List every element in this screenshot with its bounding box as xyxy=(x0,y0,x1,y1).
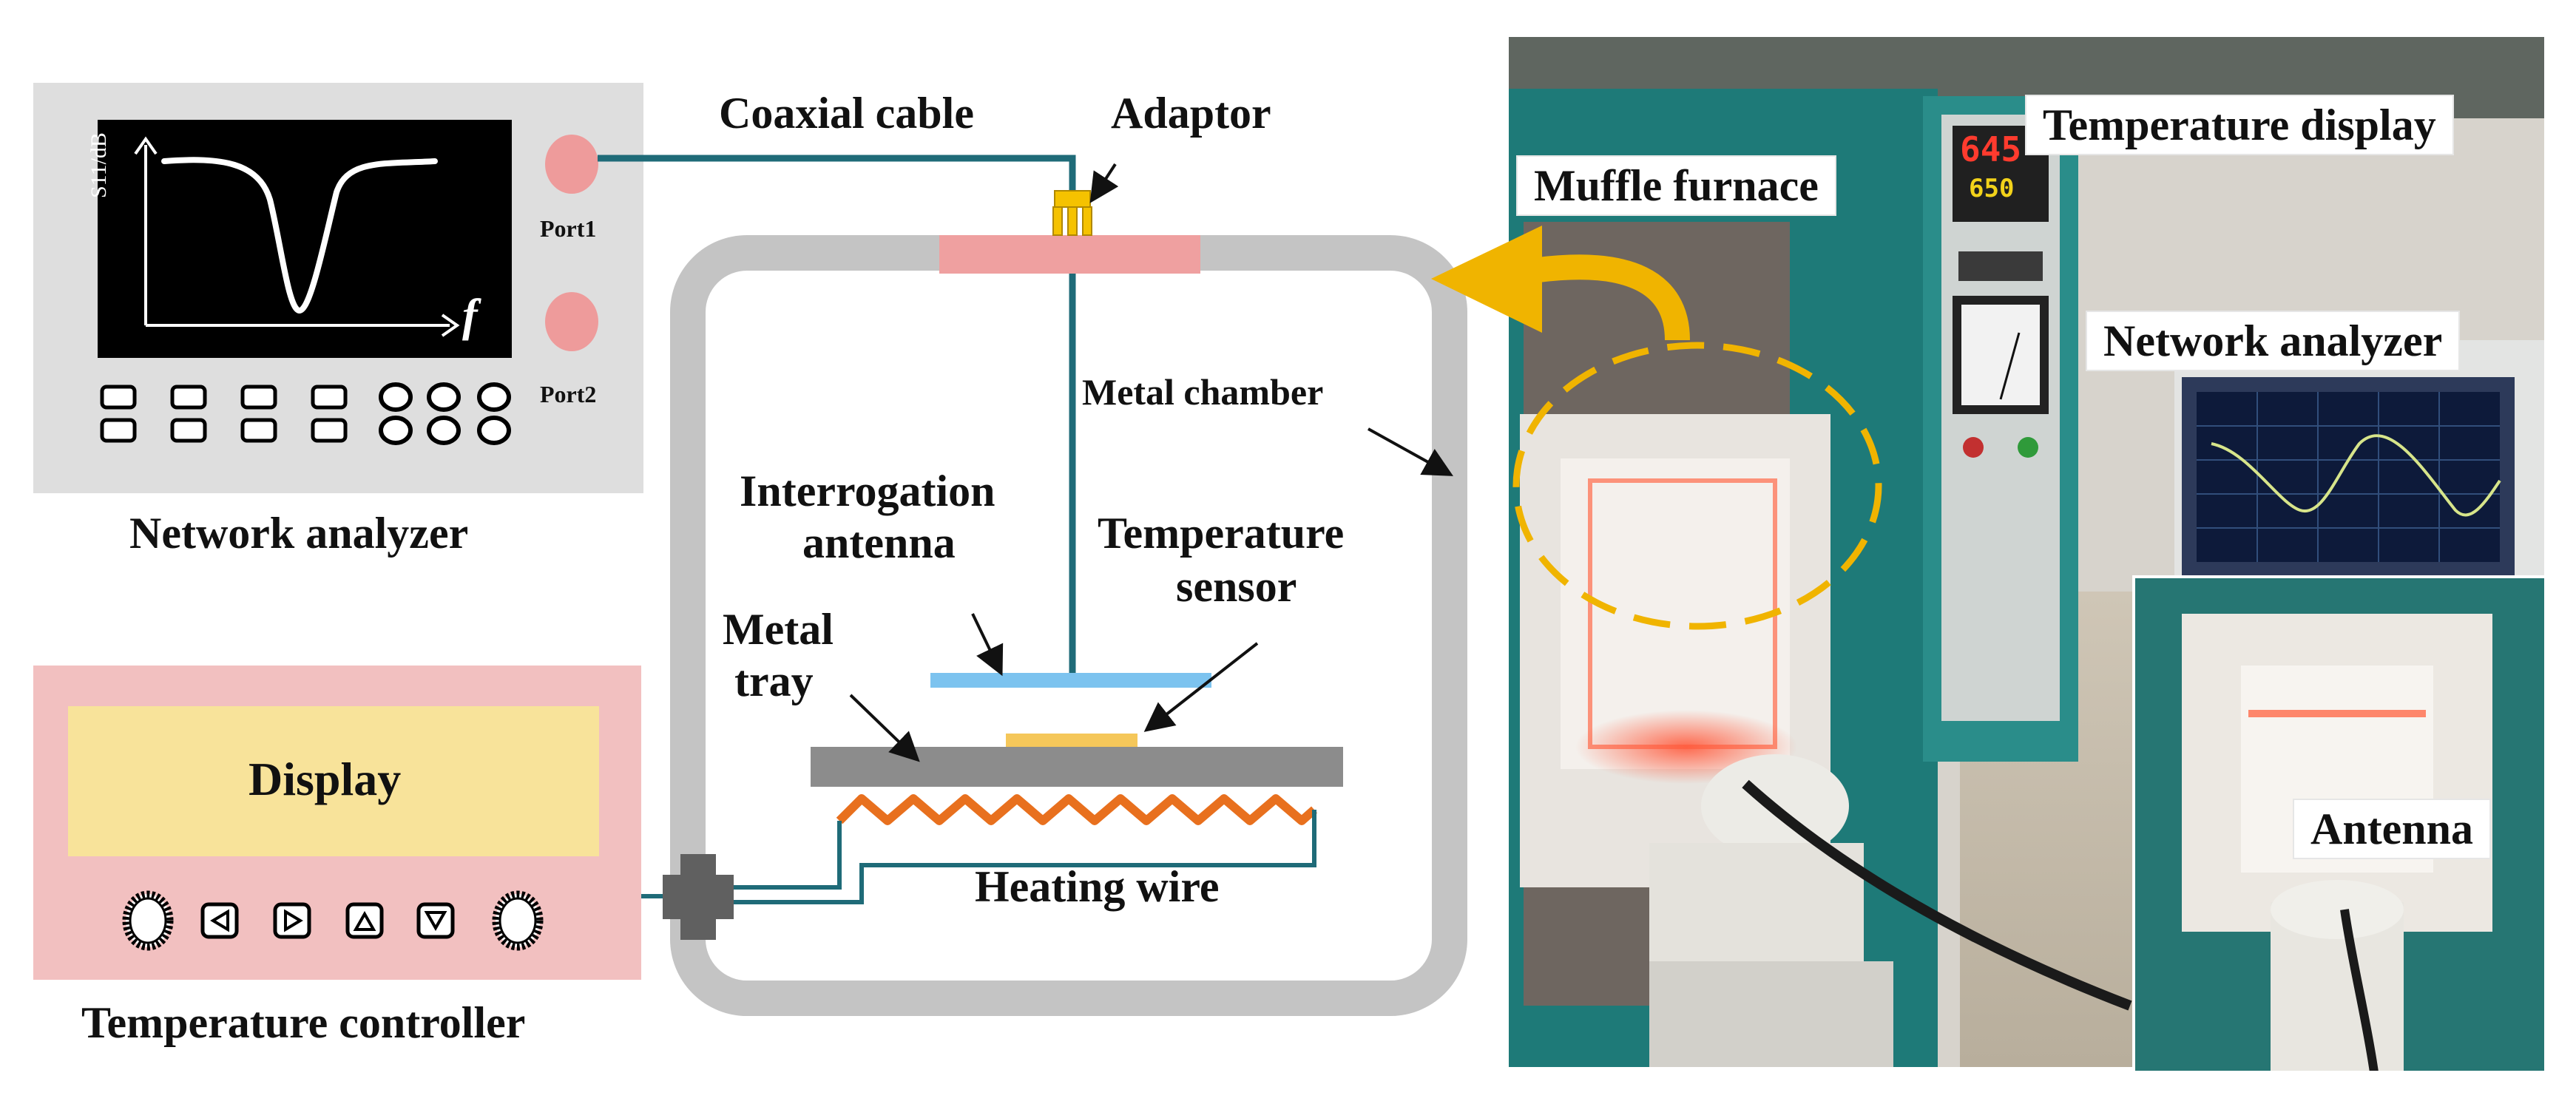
up-arrow-button xyxy=(345,902,384,939)
chamber-pointer xyxy=(1368,427,1453,476)
analyzer-keypad xyxy=(100,382,511,445)
analyzer-ylabel: S11/dB xyxy=(87,132,111,198)
curved-arrow-shaft xyxy=(1536,254,1690,341)
analyzer-monitor-screen xyxy=(2197,392,2501,562)
sensor-label-line1: Temperature xyxy=(1098,509,1345,558)
left-arrow-button xyxy=(200,902,239,939)
wall-feedthrough xyxy=(663,854,734,940)
tray-label-line1: Metal xyxy=(723,605,834,654)
analyzer-knob-key xyxy=(477,416,511,445)
highlight-ellipse xyxy=(1512,342,1882,630)
down-arrow-button xyxy=(416,902,455,939)
coaxial-cable-label: Coaxial cable xyxy=(719,89,974,138)
metal-tray xyxy=(811,747,1343,787)
interrogation-antenna-plate xyxy=(930,673,1211,688)
port2-connector xyxy=(545,292,598,351)
heating-wire-lead-2 xyxy=(732,810,1316,904)
heating-wire-lead-1 xyxy=(732,821,842,890)
s11-resonance-curve xyxy=(161,157,438,314)
controller-display xyxy=(68,706,599,856)
adaptor-label: Adaptor xyxy=(1111,89,1271,138)
photo-network-analyzer-label: Network analyzer xyxy=(2086,311,2461,371)
temperature-controller-device xyxy=(33,666,641,980)
tray-label-line2: tray xyxy=(734,657,814,705)
curved-arrow-head xyxy=(1431,226,1542,333)
antenna-cable-photo xyxy=(1742,779,2132,1011)
analyzer-xlabel: f xyxy=(462,291,478,341)
network-analyzer-title: Network analyzer xyxy=(129,509,469,558)
analyzer-screen xyxy=(98,120,512,358)
adaptor-connector xyxy=(1052,190,1092,236)
right-arrow-icon xyxy=(284,909,303,932)
readout-bottom: 650 xyxy=(1969,174,2015,203)
readout-top: 645 xyxy=(1960,129,2022,169)
analyzer-knob-key xyxy=(427,416,461,445)
down-arrow-icon xyxy=(424,911,447,932)
analyzer-knob-key xyxy=(379,416,413,445)
sensor-pointer xyxy=(1143,642,1259,732)
heating-wire-label: Heating wire xyxy=(975,862,1220,911)
analyzer-key xyxy=(100,418,137,443)
analyzer-key xyxy=(240,418,277,443)
temperature-controller-title: Temperature controller xyxy=(81,998,526,1047)
antenna-label-line1: Interrogation xyxy=(740,467,995,515)
antenna-pointer xyxy=(971,613,1004,677)
temperature-display-label: Temperature display xyxy=(2025,95,2454,155)
up-arrow-icon xyxy=(353,910,376,931)
port1-label: Port1 xyxy=(540,215,597,242)
chamber-lid xyxy=(939,235,1200,274)
analyzer-key xyxy=(311,385,348,410)
analyzer-key xyxy=(311,418,348,443)
controller-display-text: Display xyxy=(249,753,402,805)
analyzer-key xyxy=(170,418,207,443)
analyzer-key xyxy=(170,385,207,410)
port2-label: Port2 xyxy=(540,381,597,407)
antenna-photo-label: Antenna xyxy=(2293,799,2492,859)
screen-y-axis-arrow xyxy=(134,136,158,155)
screen-x-axis-arrow xyxy=(441,314,460,337)
analyzer-key xyxy=(100,385,137,410)
adaptor-pointer xyxy=(1089,163,1119,203)
monitor-trace xyxy=(2211,434,2501,517)
right-arrow-button xyxy=(273,902,311,939)
analyzer-knob-key xyxy=(477,382,511,412)
antenna-label-line2: antenna xyxy=(802,518,956,567)
left-arrow-icon xyxy=(210,909,229,932)
analyzer-key xyxy=(240,385,277,410)
sensor-label-line2: sensor xyxy=(1176,562,1297,611)
temperature-sensor-chip xyxy=(1006,734,1137,747)
analyzer-knob-key xyxy=(379,382,413,412)
metal-chamber-label: Metal chamber xyxy=(1082,371,1324,413)
tray-pointer xyxy=(849,694,920,762)
heating-wire-coil xyxy=(836,794,1317,825)
muffle-furnace-label: Muffle furnace xyxy=(1516,155,1836,216)
port1-connector xyxy=(545,135,598,194)
coaxial-cable-line xyxy=(598,155,1076,191)
analyzer-knob-key xyxy=(427,382,461,412)
